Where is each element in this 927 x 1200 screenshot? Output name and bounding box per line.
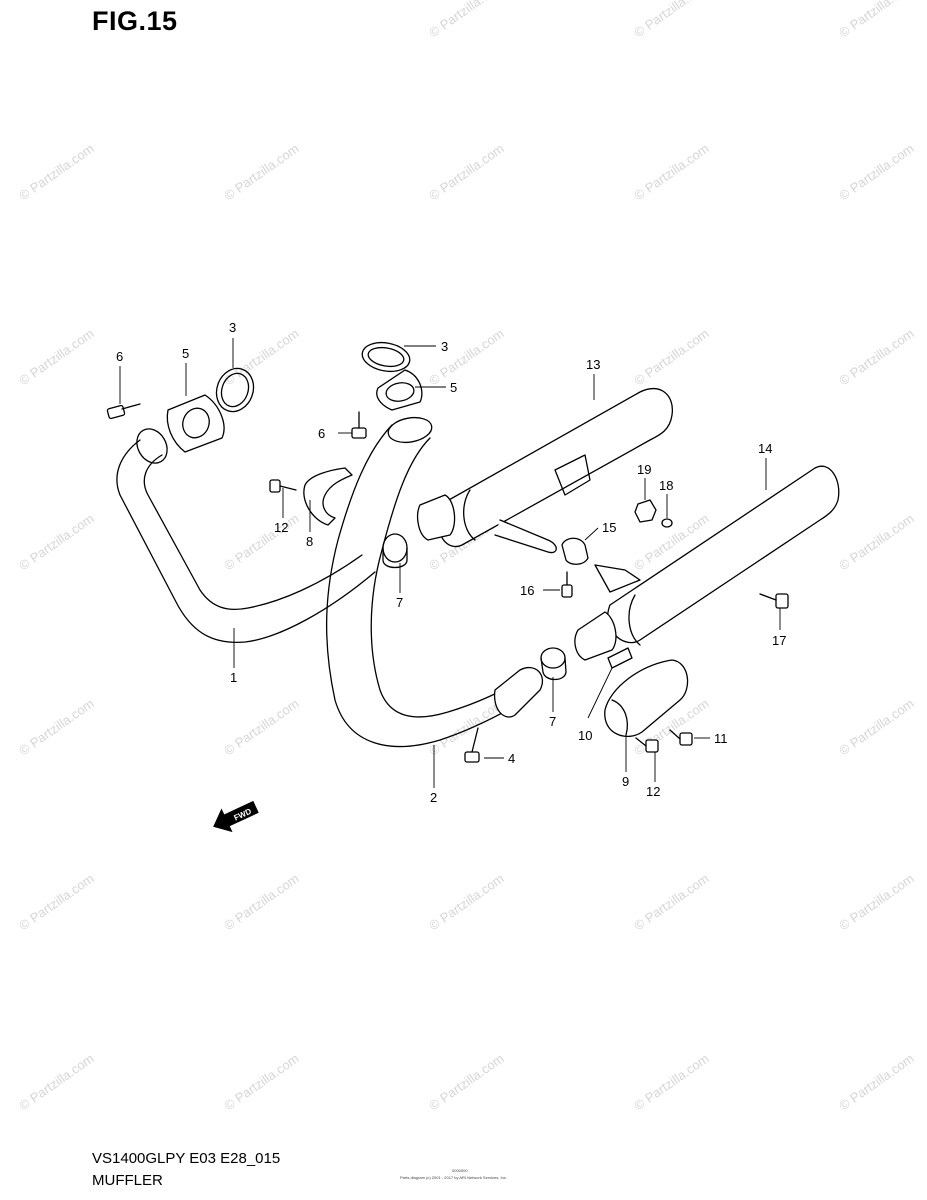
callout-19[interactable]: 19 — [637, 462, 651, 477]
watermark-text: © Partzilla.com — [631, 871, 711, 934]
bolt-16[interactable] — [561, 571, 573, 598]
callout-7b[interactable]: 7 — [549, 714, 556, 729]
callout-12a[interactable]: 12 — [274, 520, 288, 535]
watermark-text: © Partzilla.com — [836, 141, 916, 204]
copyright-credit: Parts diagram (c) 2001 - 2017 by ARI Net… — [400, 1175, 507, 1180]
watermark-text: © Partzilla.com — [836, 0, 916, 40]
callout-6b[interactable]: 6 — [318, 426, 325, 441]
exhaust-pipe-2[interactable] — [325, 414, 544, 748]
diagram-id: 0000000 — [452, 1168, 468, 1173]
watermark-text: © Partzilla.com — [426, 871, 506, 934]
callout-14[interactable]: 14 — [758, 441, 772, 456]
callout-7a[interactable]: 7 — [396, 595, 403, 610]
watermark-text: © Partzilla.com — [221, 696, 301, 759]
section-name: MUFFLER — [92, 1172, 163, 1189]
callout-3b[interactable]: 3 — [441, 339, 448, 354]
exhaust-flange-5-left[interactable] — [166, 394, 225, 453]
watermark-text: © Partzilla.com — [426, 0, 506, 40]
heat-shield-9[interactable] — [604, 659, 689, 737]
watermark-text: © Partzilla.com — [631, 1051, 711, 1114]
callout-5b[interactable]: 5 — [450, 380, 457, 395]
watermark-text: © Partzilla.com — [16, 696, 96, 759]
exhaust-flange-5-right[interactable] — [376, 369, 423, 411]
callout-10[interactable]: 10 — [578, 728, 592, 743]
washer-18[interactable] — [661, 518, 673, 528]
callout-labels: 1 2 3 3 4 5 5 6 6 7 7 8 9 10 11 12 12 13… — [116, 320, 786, 805]
watermark-text: © Partzilla.com — [631, 326, 711, 389]
bolt-12-lower[interactable] — [635, 737, 659, 753]
watermark-text: © Partzilla.com — [836, 696, 916, 759]
bolt-4[interactable] — [464, 727, 480, 763]
exhaust-pipe-1[interactable] — [116, 423, 376, 644]
leader-lines — [119, 338, 781, 788]
callout-16[interactable]: 16 — [520, 583, 534, 598]
watermark-text: © Partzilla.com — [836, 871, 916, 934]
gasket-3-left[interactable] — [211, 363, 260, 417]
muffler-13[interactable] — [417, 387, 673, 554]
clamp-8[interactable] — [303, 467, 353, 526]
callout-11[interactable]: 11 — [714, 731, 728, 746]
watermark-text: © Partzilla.com — [221, 511, 301, 574]
callout-6a[interactable]: 6 — [116, 349, 123, 364]
watermark-text: © Partzilla.com — [221, 141, 301, 204]
bolt-11[interactable] — [669, 729, 693, 746]
watermark-text: © Partzilla.com — [16, 326, 96, 389]
figure-title: FIG.15 — [92, 6, 178, 36]
callout-3a[interactable]: 3 — [229, 320, 236, 335]
watermark-text: © Partzilla.com — [631, 0, 711, 40]
bolt-17[interactable] — [759, 593, 789, 609]
watermark-text: © Partzilla.com — [16, 871, 96, 934]
nut-19[interactable] — [634, 499, 657, 523]
callout-5a[interactable]: 5 — [182, 346, 189, 361]
fwd-label: FWD — [233, 807, 254, 823]
watermark-text: © Partzilla.com — [221, 871, 301, 934]
clamp-15[interactable] — [561, 537, 589, 565]
watermark-text: © Partzilla.com — [836, 511, 916, 574]
callout-8[interactable]: 8 — [306, 534, 313, 549]
muffler-14[interactable] — [574, 465, 840, 661]
bolt-12-upper[interactable] — [269, 479, 297, 493]
watermark-text: © Partzilla.com — [631, 141, 711, 204]
gasket-3-right[interactable] — [360, 339, 412, 375]
bolt-6-left[interactable] — [106, 403, 141, 420]
gasket-7-lower[interactable] — [540, 647, 567, 681]
watermark-text: © Partzilla.com — [16, 1051, 96, 1114]
watermark-text: © Partzilla.com — [221, 1051, 301, 1114]
watermark-text: © Partzilla.com — [836, 1051, 916, 1114]
callout-12b[interactable]: 12 — [646, 784, 660, 799]
watermark-text: © Partzilla.com — [16, 141, 96, 204]
watermark-layer: © Partzilla.com © Partzilla.com © Partzill… — [16, 0, 916, 1113]
watermark-text: © Partzilla.com — [426, 141, 506, 204]
gasket-7-upper[interactable] — [382, 533, 408, 569]
watermark-text: © Partzilla.com — [426, 326, 506, 389]
model-code: VS1400GLPY E03 E28_015 — [92, 1150, 281, 1167]
fwd-arrow: FWD — [213, 800, 259, 833]
callout-15[interactable]: 15 — [602, 520, 616, 535]
callout-18[interactable]: 18 — [659, 478, 673, 493]
bracket-10[interactable] — [607, 647, 633, 669]
callout-1[interactable]: 1 — [230, 670, 237, 685]
watermark-text: © Partzilla.com — [836, 326, 916, 389]
callout-2[interactable]: 2 — [430, 790, 437, 805]
bolt-6-right[interactable] — [351, 411, 367, 439]
callout-9[interactable]: 9 — [622, 774, 629, 789]
callout-13[interactable]: 13 — [586, 357, 600, 372]
watermark-text: © Partzilla.com — [16, 511, 96, 574]
watermark-text: © Partzilla.com — [426, 696, 506, 759]
callout-4[interactable]: 4 — [508, 751, 515, 766]
callout-17[interactable]: 17 — [772, 633, 786, 648]
watermark-text: © Partzilla.com — [426, 1051, 506, 1114]
